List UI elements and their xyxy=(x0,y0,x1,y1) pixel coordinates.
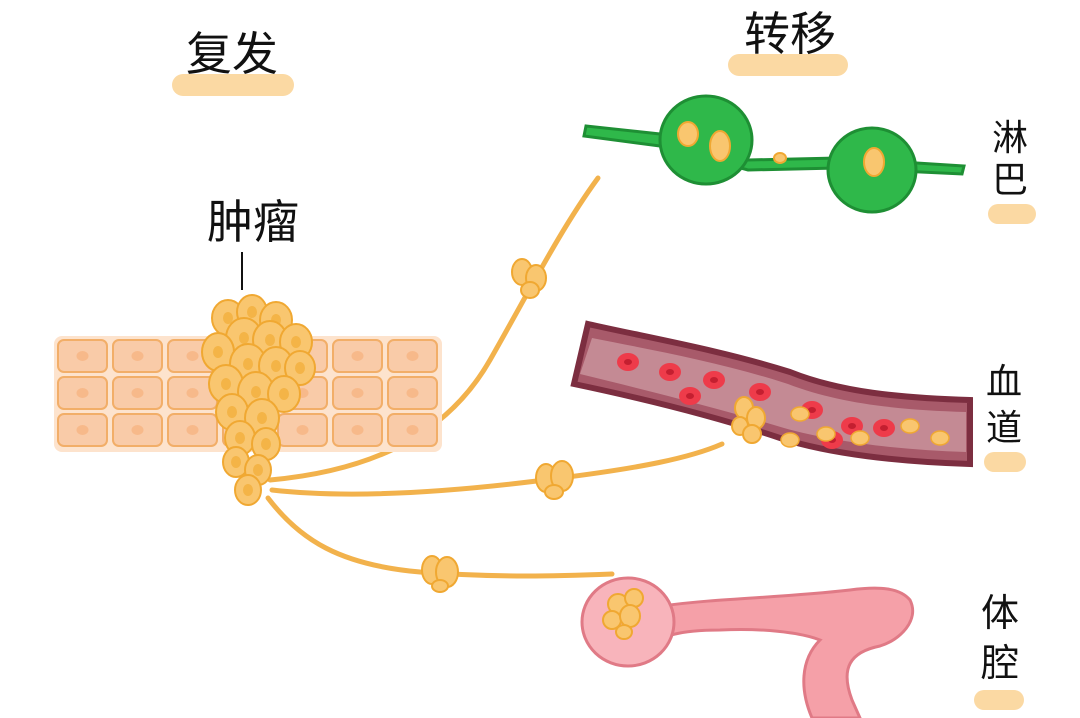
tissue-cell-nucleus xyxy=(186,425,199,435)
blood-vessel-icon xyxy=(570,320,973,468)
red-blood-cell-center xyxy=(666,369,674,375)
recurrence-title: 复发 xyxy=(172,27,294,96)
circulating-tumor-cell xyxy=(900,418,920,434)
cavity-tube-right xyxy=(660,586,915,718)
tissue-cell-nucleus xyxy=(186,388,199,398)
uterus-cavity-icon xyxy=(580,576,915,718)
lymph-title: 淋 巴 xyxy=(988,118,1036,224)
cavity-highlight xyxy=(974,690,1024,710)
blood-label-line1: 血 xyxy=(986,362,1022,403)
tumor-cell-nucleus xyxy=(247,306,257,318)
tissue-cell-nucleus xyxy=(351,351,364,361)
tumor-cell-nucleus xyxy=(251,386,261,398)
tumor-cell-nucleus xyxy=(243,358,253,370)
tissue-cell-nucleus xyxy=(351,425,364,435)
red-blood-cell-center xyxy=(848,423,856,429)
circulating-tumor-cell xyxy=(816,426,836,442)
circulating-tumor-cell xyxy=(930,430,950,446)
blood-cells xyxy=(617,353,950,449)
tissue-cell-nucleus xyxy=(76,388,89,398)
red-blood-cell-center xyxy=(686,393,694,399)
lymph-label-line2: 巴 xyxy=(992,160,1028,201)
pathway-cell-clusters xyxy=(421,258,574,593)
cavity-title: 体 腔 xyxy=(974,591,1024,710)
tumor-cell-nucleus xyxy=(239,332,249,344)
tissue-cell-nucleus xyxy=(406,425,419,435)
tumor-cell-nucleus xyxy=(221,378,231,390)
tumor-cell-nucleus xyxy=(243,484,253,496)
tumor-cells xyxy=(201,294,316,506)
metastasis-highlight xyxy=(728,54,848,76)
vessel-entry-cluster xyxy=(731,396,766,444)
lymph-highlight xyxy=(988,204,1036,224)
tissue-cell-nucleus xyxy=(131,351,144,361)
lymph-label-line1: 淋 xyxy=(992,118,1028,159)
metastasis-label: 转移 xyxy=(744,7,836,61)
tissue-cell-nucleus xyxy=(76,425,89,435)
tumor-cell-nucleus xyxy=(257,412,267,424)
circulating-tumor-cell xyxy=(780,432,800,448)
lymph-node-left xyxy=(658,94,754,186)
cavity-pathway-cluster xyxy=(421,555,459,593)
metastasis-title: 转移 xyxy=(728,7,848,76)
tumor-cell-nucleus xyxy=(235,432,245,444)
tumor-cluster-icon xyxy=(201,294,316,506)
tissue-cell-nucleus xyxy=(406,351,419,361)
tumor-cell-nucleus xyxy=(227,406,237,418)
circulating-tumor-cell xyxy=(790,406,810,422)
tissue-cell-nucleus xyxy=(296,425,309,435)
tumor-title: 肿瘤 xyxy=(207,195,299,290)
cavity-cell-cluster xyxy=(602,588,644,640)
tissue-cell-nucleus xyxy=(131,388,144,398)
tumor-cell-nucleus xyxy=(231,456,241,468)
cavity-label-line2: 腔 xyxy=(981,641,1019,685)
tumor-cell-nucleus xyxy=(271,360,281,372)
blood-pathway-cluster xyxy=(535,460,574,500)
lymph-pathway-cluster xyxy=(511,258,547,299)
red-blood-cell-center xyxy=(808,407,816,413)
tumor-cell-nucleus xyxy=(295,362,305,374)
recurrence-label: 复发 xyxy=(186,27,278,81)
red-blood-cell-center xyxy=(710,377,718,383)
pathway-to-lymph xyxy=(267,175,601,483)
blood-label-line2: 道 xyxy=(986,408,1022,449)
tumor-cell-nucleus xyxy=(265,334,275,346)
tumor-cell-nucleus xyxy=(223,312,233,324)
lymph-node-icon xyxy=(582,94,966,214)
pathway-to-cavity xyxy=(265,495,615,579)
tumor-cell-nucleus xyxy=(253,464,263,476)
red-blood-cell-center xyxy=(880,425,888,431)
tissue-cell-nucleus xyxy=(76,351,89,361)
tumor-cell-nucleus xyxy=(279,388,289,400)
tumor-cell-nucleus xyxy=(261,438,271,450)
red-blood-cell-center xyxy=(756,389,764,395)
blood-title: 血 道 xyxy=(984,362,1026,472)
tissue-cell-nucleus xyxy=(131,425,144,435)
tissue-cell-nucleus xyxy=(186,351,199,361)
red-blood-cell-center xyxy=(624,359,632,365)
tumor-label: 肿瘤 xyxy=(207,195,299,249)
circulating-tumor-cell xyxy=(850,430,870,446)
tissue-cell-nucleus xyxy=(351,388,364,398)
tumor-cell-nucleus xyxy=(213,346,223,358)
tissue-cell-nucleus xyxy=(406,388,419,398)
blood-highlight xyxy=(984,452,1026,472)
tumor-cell-nucleus xyxy=(291,336,301,348)
cavity-label-line1: 体 xyxy=(981,591,1019,635)
recurrence-highlight xyxy=(172,74,294,96)
